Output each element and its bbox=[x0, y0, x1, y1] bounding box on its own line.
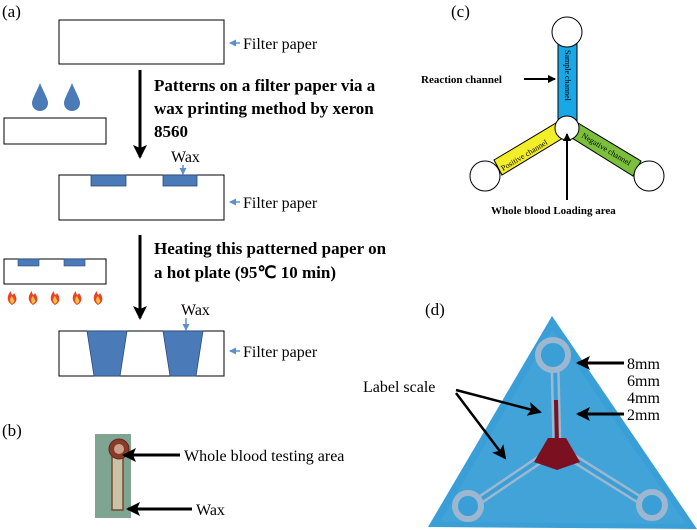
filter-paper-plain bbox=[58, 19, 225, 65]
device-top-reservoir bbox=[535, 337, 571, 373]
arrow-icon bbox=[455, 392, 507, 460]
filter-paper-patterned bbox=[58, 174, 225, 221]
panel-b: (b) Whole blood testing area Wax bbox=[2, 421, 344, 519]
panel-d: (d) 8mm 6mm 4mm 2mm Label scale bbox=[363, 300, 697, 529]
blood-testing-spot-inner bbox=[114, 444, 124, 454]
wax-penetration bbox=[162, 330, 204, 377]
paper-device-shade bbox=[440, 330, 686, 524]
droplet-icon bbox=[32, 83, 48, 111]
filter-paper-label-3: Filter paper bbox=[243, 344, 318, 361]
flame-icon bbox=[72, 291, 82, 305]
panel-b-label: (b) bbox=[2, 421, 22, 440]
arrow-icon bbox=[455, 388, 542, 416]
loading-area-label: Whole blood Loading area bbox=[491, 205, 616, 217]
wax-penetration bbox=[86, 330, 128, 377]
panel-a-label: (a) bbox=[2, 2, 21, 21]
panel-c-label: (c) bbox=[451, 2, 470, 21]
positive-reservoir bbox=[469, 160, 501, 192]
flame-icon bbox=[7, 291, 17, 305]
wax-pattern bbox=[63, 258, 86, 267]
wax-label-b: Wax bbox=[196, 502, 225, 519]
flame-icon bbox=[93, 291, 103, 305]
wax-pattern bbox=[90, 174, 127, 187]
sample-reservoir bbox=[551, 16, 583, 48]
panel-c: (c) Sample channel Positive channel Nega… bbox=[421, 2, 665, 217]
flame-icon bbox=[28, 291, 38, 305]
testing-area-label: Whole blood testing area bbox=[184, 448, 344, 465]
scale-8mm: 8mm bbox=[627, 356, 660, 373]
blood-loading-area bbox=[534, 438, 580, 470]
label-scale-text: Label scale bbox=[363, 379, 435, 396]
negative-reservoir bbox=[633, 160, 665, 192]
scale-4mm: 4mm bbox=[627, 390, 660, 407]
flame-icon bbox=[50, 291, 60, 305]
device-right-reservoir bbox=[636, 489, 668, 521]
device-left-reservoir bbox=[452, 490, 484, 522]
scale-6mm: 6mm bbox=[627, 373, 660, 390]
droplet-icon bbox=[64, 83, 80, 111]
step1-line1: Patterns on a filter paper via a bbox=[154, 76, 376, 95]
step1-line2: wax printing method by xeron bbox=[154, 99, 374, 118]
negative-channel-label: Negative channel bbox=[580, 131, 633, 168]
step2-line1: Heating this patterned paper on bbox=[154, 239, 387, 258]
printer-slab bbox=[3, 117, 107, 145]
sample-channel-label: Sample channel bbox=[563, 50, 572, 102]
step1-line3: 8560 bbox=[154, 122, 188, 141]
panel-a: (a) Filter paper Patterns on a filter pa… bbox=[2, 2, 387, 377]
panel-d-label: (d) bbox=[425, 300, 445, 319]
scale-2mm: 2mm bbox=[627, 407, 660, 424]
filter-paper-label-1: Filter paper bbox=[243, 36, 318, 53]
filter-paper-label-2: Filter paper bbox=[243, 195, 318, 212]
reaction-channel-label: Reaction channel bbox=[421, 74, 502, 86]
wax-label-2: Wax bbox=[181, 302, 210, 319]
step2-line2: a hot plate (95℃ 10 min) bbox=[154, 263, 336, 282]
wax-label-1: Wax bbox=[171, 149, 200, 166]
wax-pattern bbox=[162, 174, 198, 187]
wax-pattern bbox=[17, 258, 40, 267]
